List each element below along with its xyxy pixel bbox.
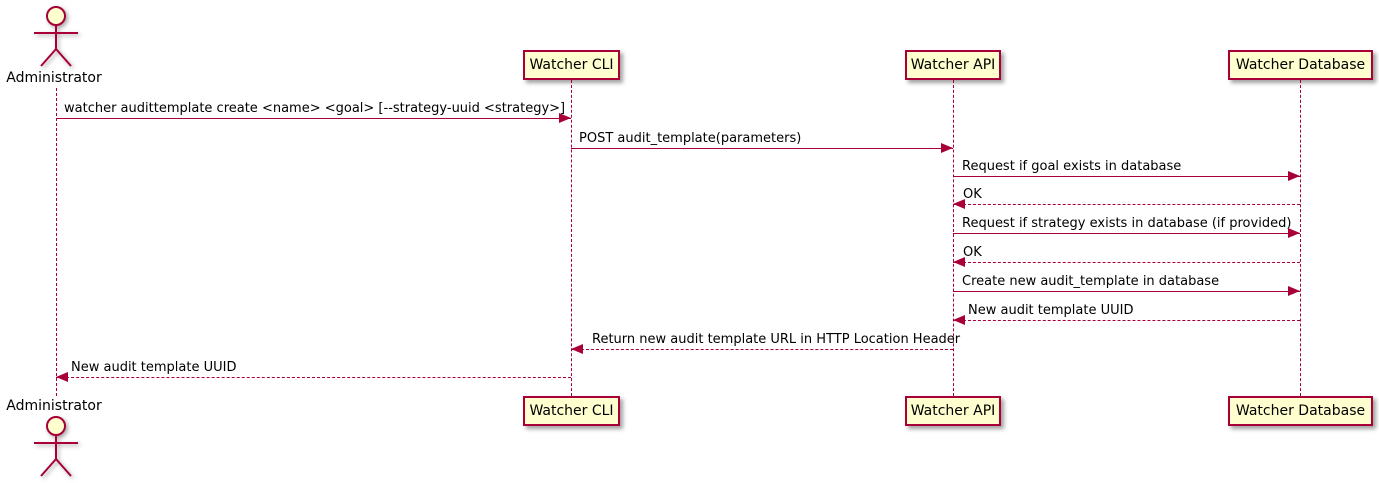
message-label: OK (963, 187, 982, 202)
participant-watcher-api: Watcher API (905, 396, 1001, 426)
message-label: OK (963, 245, 982, 260)
message-arrow (953, 320, 1300, 321)
lifeline-watcher-api (953, 80, 954, 396)
arrow-head (1288, 171, 1300, 181)
actor-icon (34, 416, 78, 477)
message-arrow (56, 118, 571, 119)
arrow-head (571, 344, 583, 354)
arrow-head (953, 199, 965, 209)
arrow-head (1288, 286, 1300, 296)
lifeline-watcher-database (1300, 80, 1301, 396)
message-arrow (953, 233, 1300, 234)
participant-watcher-cli: Watcher CLI (523, 50, 620, 80)
message-arrow (953, 262, 1300, 263)
participant-watcher-api: Watcher API (905, 50, 1001, 80)
actor-icon (34, 6, 78, 67)
message-arrow (56, 377, 571, 378)
actor-label: Administrator (6, 70, 102, 86)
message-label: Request if goal exists in database (962, 159, 1182, 174)
arrow-head (953, 315, 965, 325)
message-arrow (953, 291, 1300, 292)
message-arrow (571, 349, 953, 350)
arrow-head (56, 372, 68, 382)
participant-watcher-database: Watcher Database (1228, 396, 1373, 426)
message-label: New audit template UUID (968, 303, 1134, 318)
message-label: New audit template UUID (71, 360, 237, 375)
message-label: Create new audit_template in database (962, 274, 1220, 289)
participant-watcher-database: Watcher Database (1228, 50, 1373, 80)
participant-watcher-cli: Watcher CLI (523, 396, 620, 426)
message-arrow (571, 148, 953, 149)
actor-label: Administrator (6, 398, 102, 414)
message-label: Return new audit template URL in HTTP Lo… (592, 332, 961, 347)
message-arrow (953, 176, 1300, 177)
lifeline-watcher-cli (571, 80, 572, 396)
message-label: Request if strategy exists in database (… (962, 216, 1292, 231)
arrow-head (1288, 228, 1300, 238)
message-arrow (953, 204, 1300, 205)
arrow-head (559, 113, 571, 123)
message-label: POST audit_template(parameters) (579, 131, 802, 146)
lifeline-administrator (56, 88, 57, 396)
arrow-head (953, 257, 965, 267)
arrow-head (941, 143, 953, 153)
message-label: watcher audittemplate create <name> <goa… (64, 101, 566, 116)
